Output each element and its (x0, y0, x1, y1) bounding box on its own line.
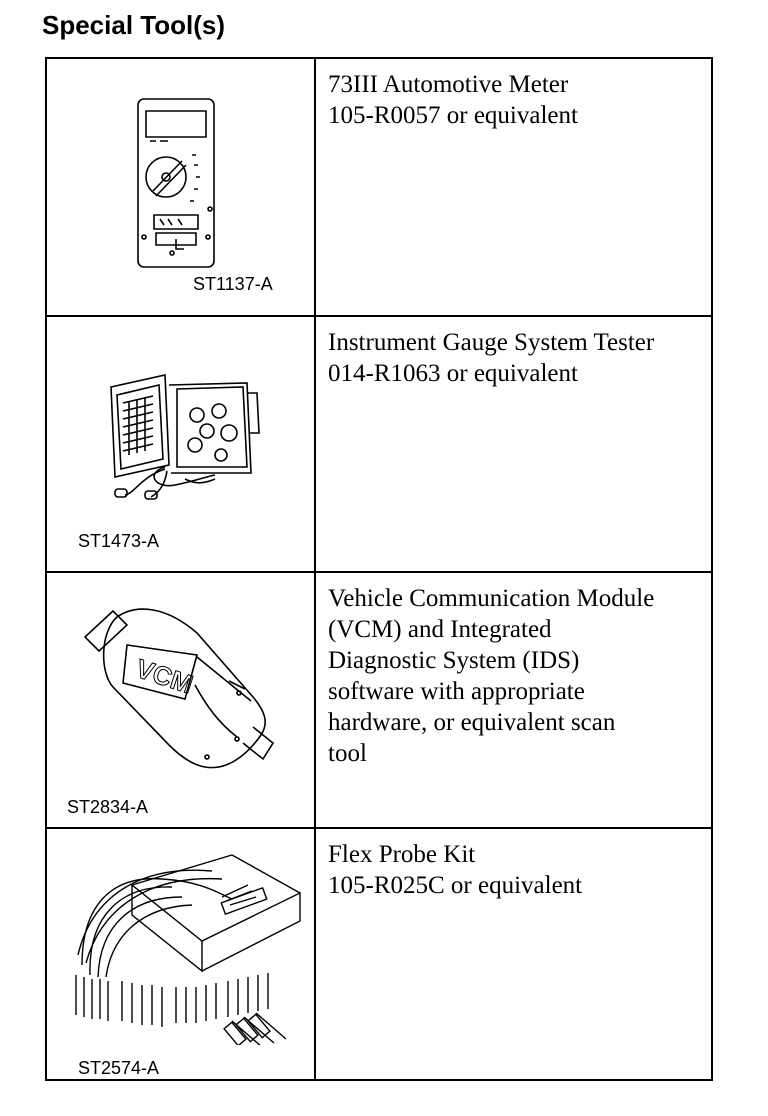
row-divider (47, 827, 711, 829)
tool-part-number: 105-R025C or equivalent (328, 872, 583, 899)
special-tools-table: ST1137-A 73III Automotive Meter 105-R005… (45, 57, 713, 1081)
tool-part-number: 105-R0057 or equivalent (328, 102, 578, 129)
section-title: Special Tool(s) (42, 10, 225, 40)
column-divider (314, 59, 316, 1079)
tool-name-line: Diagnostic System (IDS) (328, 647, 580, 674)
tool-image-cell: ST2574-A (47, 829, 314, 1079)
tool-description: 73III Automotive Meter 105-R0057 or equi… (328, 69, 708, 131)
vcm-module-illustration: VCM (77, 597, 282, 777)
tool-description: Instrument Gauge System Tester 014-R1063… (328, 327, 708, 389)
tool-code: ST2834-A (67, 797, 149, 817)
row-divider (47, 571, 711, 573)
tool-name: Flex Probe Kit (328, 841, 476, 868)
tool-name: Instrument Gauge System Tester (328, 329, 655, 356)
tool-name-line: (VCM) and Integrated (328, 616, 552, 643)
tool-name: 73III Automotive Meter (328, 71, 569, 98)
tool-image-cell: ST1473-A (47, 317, 314, 573)
tool-name-line: tool (328, 740, 367, 767)
tool-row-gauge-tester: ST1473-A Instrument Gauge System Tester … (47, 317, 711, 573)
tool-row-flex-probe: ST2574-A Flex Probe Kit 105-R025C or equ… (47, 829, 711, 1079)
tool-part-number: 014-R1063 or equivalent (328, 360, 578, 387)
tool-image-cell: VCM ST2834-A (47, 573, 314, 829)
tool-code: ST1473-A (78, 531, 160, 551)
multimeter-illustration (132, 97, 222, 272)
tool-name-line: software with appropriate (328, 678, 585, 705)
tool-description: Vehicle Communication Module (VCM) and I… (328, 583, 708, 769)
row-divider (47, 315, 711, 317)
tool-code: ST1137-A (193, 274, 273, 294)
tool-name-line: hardware, or equivalent scan (328, 709, 616, 736)
gauge-tester-illustration (105, 373, 270, 503)
tool-name-line: Vehicle Communication Module (328, 585, 655, 612)
tool-row-meter: ST1137-A 73III Automotive Meter 105-R005… (47, 59, 711, 317)
vcm-device-label: VCM (132, 653, 196, 699)
tool-row-vcm: VCM ST2834-A Vehicle Communication Modul… (47, 573, 711, 829)
tool-image-cell: ST1137-A (47, 59, 314, 317)
tool-code: ST2574-A (78, 1058, 160, 1078)
flex-probe-kit-illustration (72, 845, 307, 1045)
tool-description: Flex Probe Kit 105-R025C or equivalent (328, 839, 708, 901)
